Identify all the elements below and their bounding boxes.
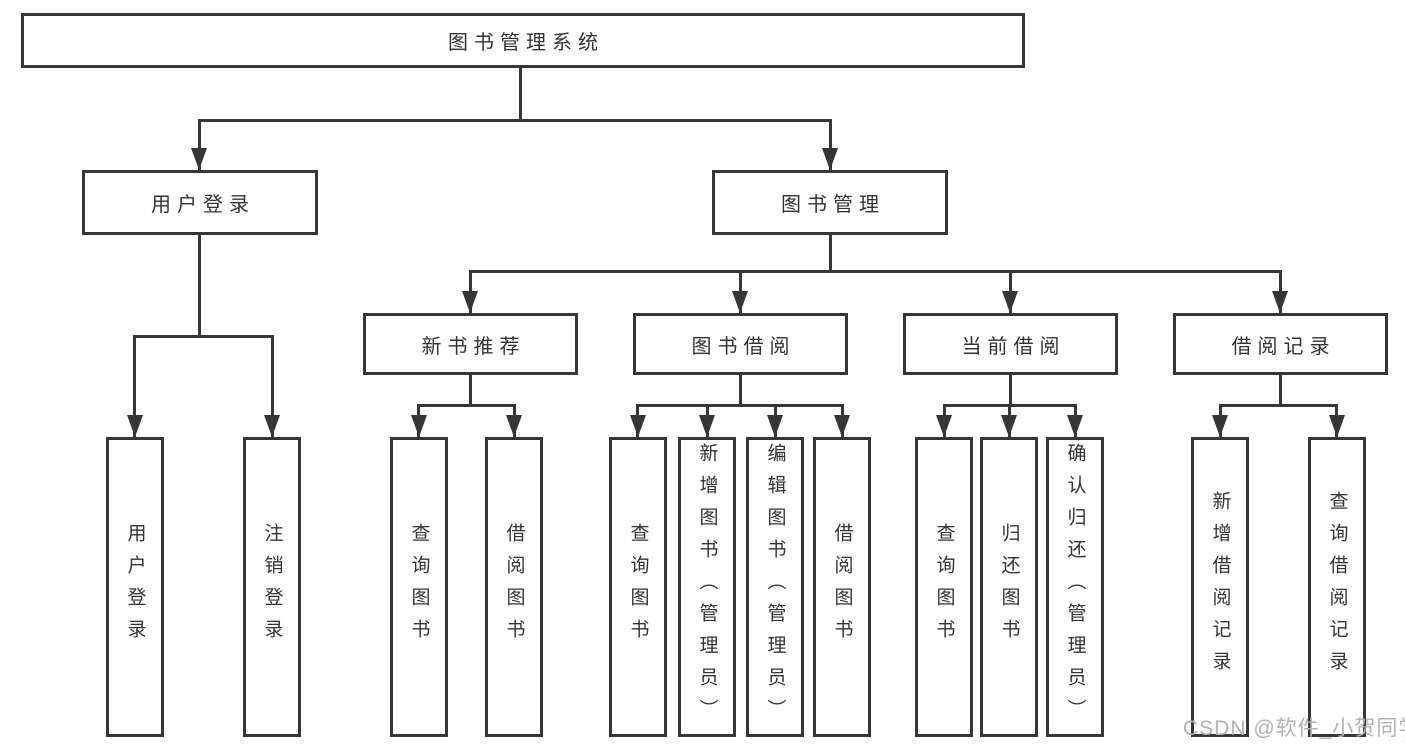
- connector-line: [133, 335, 274, 338]
- node-label: 当前借阅: [961, 335, 1066, 358]
- arrow-down-icon: [1067, 415, 1083, 437]
- arrow-down-icon: [834, 415, 850, 437]
- leaf-return-books: 归还图书: [980, 437, 1038, 737]
- arrow-down-icon: [127, 415, 143, 437]
- connector-line: [636, 404, 844, 407]
- leaf-user-login: 用户登录: [106, 437, 164, 737]
- connector-line: [133, 335, 136, 437]
- node-user-login: 用户登录: [82, 170, 318, 235]
- leaf-current-query-books: 查询图书: [915, 437, 973, 737]
- csdn-watermark: CSDN @软件_小贺同学: [1183, 717, 1405, 740]
- leaf-label: 确认归还（管理员）: [1064, 443, 1086, 731]
- arrow-down-icon: [462, 291, 478, 313]
- arrow-down-icon: [732, 291, 748, 313]
- leaf-label: 查询图书: [627, 523, 649, 651]
- leaf-label: 查询图书: [408, 523, 430, 651]
- connector-line: [198, 235, 201, 338]
- connector-line: [1219, 404, 1338, 407]
- connector-line: [198, 119, 201, 170]
- arrow-down-icon: [1001, 415, 1017, 437]
- connector-line: [271, 335, 274, 437]
- node-root-library-system: 图书管理系统: [21, 13, 1025, 68]
- node-label: 用户登录: [151, 194, 255, 216]
- arrow-down-icon: [1329, 415, 1345, 437]
- connector-line: [829, 119, 832, 170]
- leaf-borrow-books: 借阅图书: [813, 437, 871, 737]
- leaf-add-borrow-record: 新增借阅记录: [1191, 437, 1249, 737]
- node-current-borrowing: 当前借阅: [903, 313, 1118, 375]
- node-book-borrowing: 图书借阅: [633, 313, 848, 375]
- leaf-label: 注销登录: [261, 523, 283, 651]
- node-label: 图书管理: [781, 194, 885, 216]
- leaf-logout: 注销登录: [243, 437, 301, 737]
- leaf-query-borrow-record: 查询借阅记录: [1308, 437, 1366, 737]
- node-label: 图书管理系统: [448, 32, 604, 54]
- connector-line: [739, 375, 742, 407]
- connector-line: [469, 375, 472, 407]
- leaf-label: 借阅图书: [503, 523, 525, 651]
- arrow-down-icon: [191, 148, 207, 170]
- leaf-label: 编辑图书（管理员）: [764, 443, 786, 731]
- connector-line: [1009, 375, 1012, 407]
- leaf-label: 查询图书: [933, 523, 955, 651]
- node-label: 图书借阅: [691, 335, 796, 358]
- leaf-recommend-borrow-books: 借阅图书: [485, 437, 543, 737]
- arrow-down-icon: [630, 415, 646, 437]
- connector-line: [417, 404, 516, 407]
- leaf-recommend-query-books: 查询图书: [390, 437, 448, 737]
- leaf-edit-book-admin: 编辑图书（管理员）: [746, 437, 804, 737]
- connector-line: [1279, 375, 1282, 407]
- leaf-confirm-return-admin: 确认归还（管理员）: [1046, 437, 1104, 737]
- leaf-label: 新增图书（管理员）: [696, 443, 718, 731]
- leaf-label: 借阅图书: [831, 523, 853, 651]
- connector-line: [469, 270, 1282, 273]
- arrow-down-icon: [1272, 291, 1288, 313]
- node-borrowing-records: 借阅记录: [1173, 313, 1388, 375]
- connector-line: [829, 235, 832, 273]
- arrow-down-icon: [936, 415, 952, 437]
- node-book-management: 图书管理: [712, 170, 948, 235]
- leaf-label: 用户登录: [124, 523, 146, 651]
- arrow-down-icon: [699, 415, 715, 437]
- node-label: 借阅记录: [1231, 335, 1336, 358]
- node-label: 新书推荐: [421, 335, 526, 358]
- node-new-book-recommend: 新书推荐: [363, 313, 578, 375]
- leaf-borrow-query-books: 查询图书: [609, 437, 667, 737]
- arrow-down-icon: [506, 415, 522, 437]
- arrow-down-icon: [767, 415, 783, 437]
- connector-line: [519, 68, 522, 122]
- arrow-down-icon: [411, 415, 427, 437]
- arrow-down-icon: [264, 415, 280, 437]
- arrow-down-icon: [822, 148, 838, 170]
- connector-line: [198, 119, 832, 122]
- leaf-label: 查询借阅记录: [1326, 491, 1348, 683]
- leaf-label: 归还图书: [998, 523, 1020, 651]
- arrow-down-icon: [1212, 415, 1228, 437]
- leaf-add-book-admin: 新增图书（管理员）: [678, 437, 736, 737]
- arrow-down-icon: [1002, 291, 1018, 313]
- leaf-label: 新增借阅记录: [1209, 491, 1231, 683]
